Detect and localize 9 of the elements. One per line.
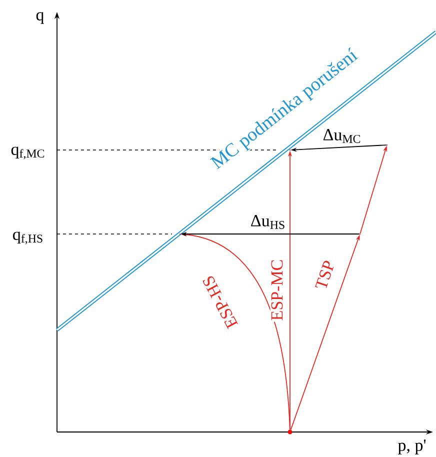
edge-label: ESP-MC xyxy=(270,258,284,322)
axis-label: p, p' xyxy=(398,440,426,454)
axis-label: q xyxy=(36,12,44,24)
axis-tick-label: q$_{f,HS}$ xyxy=(13,232,42,244)
edge-label: TSP xyxy=(314,258,336,292)
axis-tick-label: q$_{f,MC}$ xyxy=(11,146,44,160)
edge-label: Δu$_{MC}$ xyxy=(322,128,362,144)
edge-label: Δu$_{HS}$ xyxy=(249,214,287,230)
start-point xyxy=(288,430,292,434)
